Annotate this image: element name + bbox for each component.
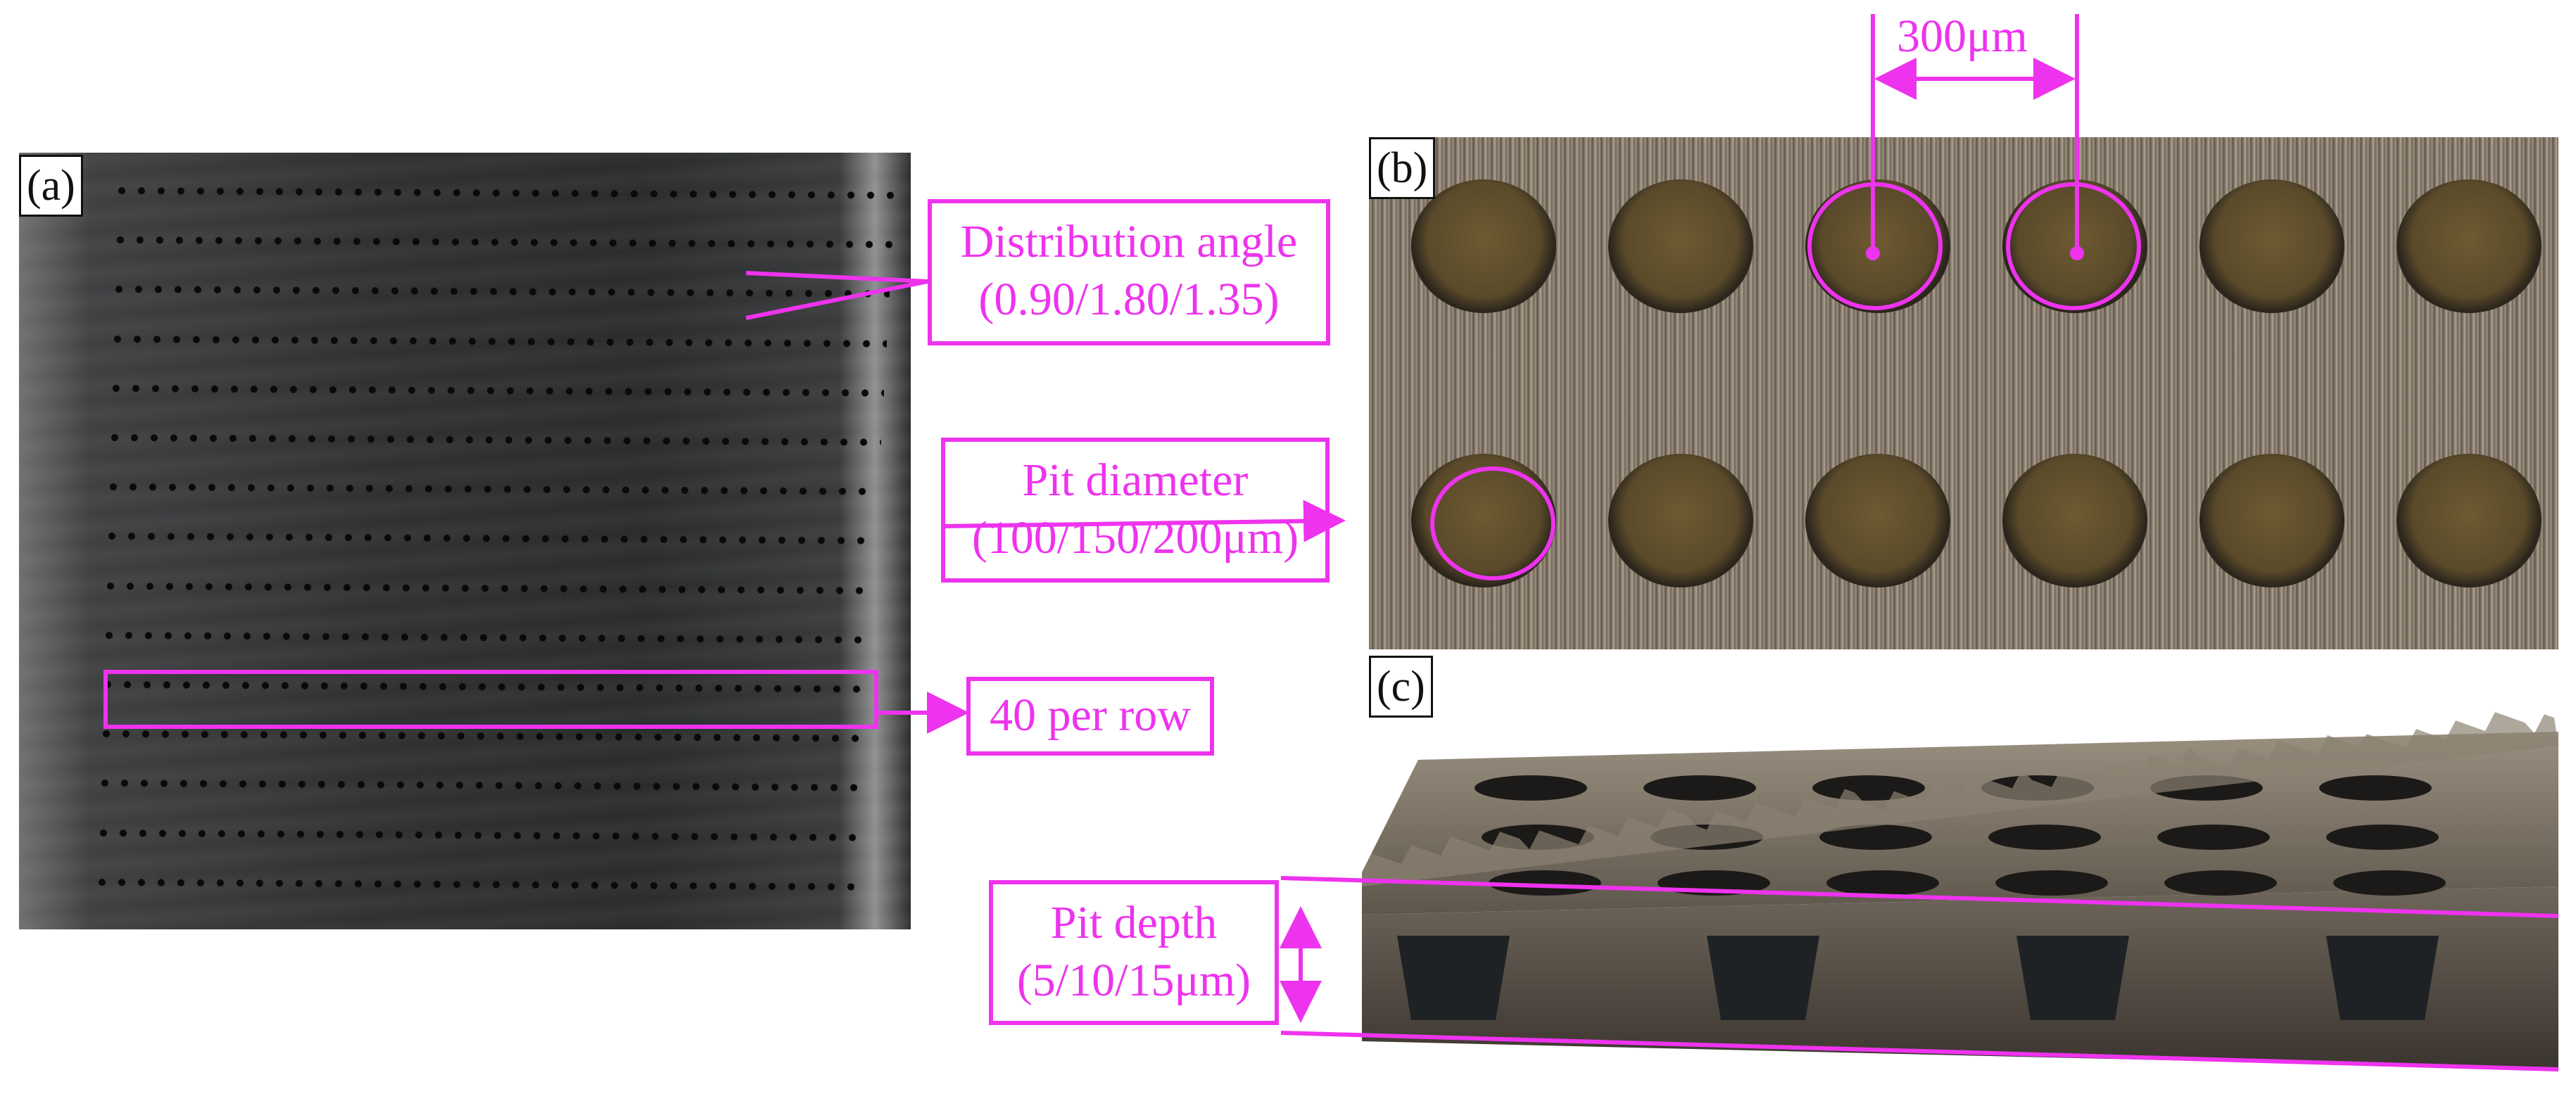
micro-pit — [1411, 179, 1556, 313]
surface-pit — [1643, 775, 1756, 801]
spacing-label: 300μm — [1897, 11, 2028, 62]
spacing-circle-right — [2006, 182, 2141, 310]
surface-pit — [1489, 870, 1601, 896]
panel-a-photo — [19, 153, 911, 929]
spacing-center-right — [2070, 246, 2084, 260]
panel-label-b: (b) — [1369, 137, 1436, 199]
surface-pit — [1995, 870, 2108, 896]
surface-pit — [1826, 870, 1939, 896]
micro-pit — [1805, 454, 1950, 587]
surface-pit-profile — [2326, 936, 2439, 1020]
surface-pit — [2164, 870, 2277, 896]
surface-pit-profile — [1707, 936, 1819, 1020]
surface-pit — [2319, 775, 2432, 801]
pit-depth-callout: Pit depth (5/10/15μm) — [989, 880, 1279, 1025]
depth-line-bottom — [1280, 1031, 2559, 1071]
spacing-center-left — [1866, 246, 1880, 260]
per-row-text: 40 per row — [990, 689, 1191, 741]
distribution-angle-callout: Distribution angle (0.90/1.80/1.35) — [928, 199, 1330, 345]
pit-depth-values: (5/10/15μm) — [1016, 955, 1251, 1006]
micro-pit — [1608, 454, 1753, 587]
panel-c-3d-profile — [1362, 704, 2558, 1076]
micro-pit — [1608, 179, 1753, 313]
surface-pit — [2333, 870, 2446, 896]
depth-line-top — [1280, 876, 2559, 918]
micro-pit — [2199, 454, 2344, 587]
row-highlight-box — [103, 670, 878, 729]
surface-pit — [1988, 825, 2101, 850]
pit-diameter-title: Pit diameter — [1022, 454, 1249, 506]
pit-depth-title: Pit depth — [1050, 897, 1218, 948]
surface-pit — [2326, 825, 2439, 850]
per-row-callout: 40 per row — [966, 677, 1214, 756]
surface-pit-group — [1397, 775, 2446, 1020]
surface-side — [1362, 886, 2558, 1069]
micro-pit — [2199, 179, 2344, 313]
surface-roughness-group — [1362, 712, 2558, 886]
distribution-angle-title: Distribution angle — [960, 216, 1298, 267]
micro-pit — [2002, 454, 2147, 587]
panel-label-c: (c) — [1369, 656, 1433, 718]
panel-label-a: (a) — [19, 155, 83, 217]
surface-pit-profile — [1397, 936, 1510, 1020]
pit-diameter-circle — [1430, 466, 1555, 580]
surface-pit — [1819, 825, 1932, 850]
panel-b-micrograph — [1369, 137, 2558, 649]
pit-diameter-callout: Pit diameter (100/150/200μm) — [941, 438, 1330, 583]
micro-pit — [2397, 454, 2542, 587]
panel-c-surface-svg — [1362, 712, 2558, 1069]
distribution-angle-values: (0.90/1.80/1.35) — [978, 274, 1280, 325]
surface-roughness — [1362, 712, 2558, 886]
surface-pit-profile — [2016, 936, 2129, 1020]
angle-line-lower — [745, 279, 928, 320]
surface-pit — [2157, 825, 2270, 850]
micro-pit — [2397, 179, 2542, 313]
surface-pit — [1475, 775, 1587, 801]
pit-diameter-arrow — [940, 500, 1346, 542]
angle-line-upper — [745, 271, 928, 284]
